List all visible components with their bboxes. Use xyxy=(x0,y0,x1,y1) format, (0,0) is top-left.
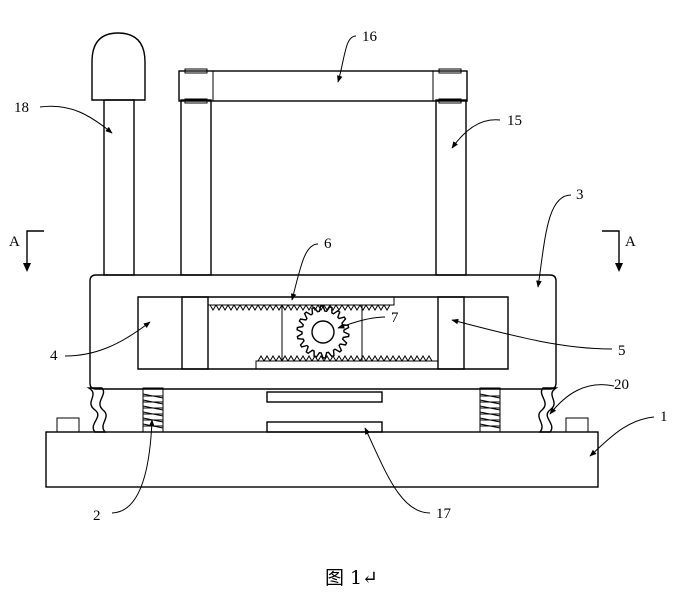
top-bar xyxy=(178,68,468,104)
svg-text:4: 4 xyxy=(50,348,58,364)
svg-text:A: A xyxy=(625,234,636,250)
figure-caption: 图 1↵ xyxy=(325,567,378,589)
leader-housing: 3 xyxy=(536,187,584,288)
svg-text:18: 18 xyxy=(14,100,29,116)
svg-text:20: 20 xyxy=(614,377,629,393)
svg-text:2: 2 xyxy=(93,508,101,524)
svg-text:6: 6 xyxy=(324,236,332,252)
svg-text:7: 7 xyxy=(391,310,399,326)
spring-left xyxy=(142,387,164,433)
leader-side-clip: 20 xyxy=(549,377,629,415)
leader-top-bar: 16 xyxy=(337,29,378,83)
svg-text:15: 15 xyxy=(507,113,522,129)
svg-text:A: A xyxy=(9,234,20,250)
svg-text:3: 3 xyxy=(576,187,584,203)
left-post xyxy=(180,99,212,276)
center-pad xyxy=(266,391,383,433)
leader-left-block: 4 xyxy=(50,321,151,364)
gear-frame xyxy=(281,304,363,362)
housing xyxy=(89,274,557,390)
leader-right-post: 15 xyxy=(451,113,522,149)
leader-handle: 18 xyxy=(14,100,113,134)
upper-rack xyxy=(207,296,395,311)
svg-text:16: 16 xyxy=(362,29,378,45)
leader-base: 1 xyxy=(589,409,668,457)
leader-center-pad: 17 xyxy=(364,427,452,522)
leader-gear: 7 xyxy=(337,310,399,329)
right-post xyxy=(435,99,467,276)
side-clip-left xyxy=(86,387,107,433)
gear xyxy=(296,305,350,359)
leader-spring: 2 xyxy=(93,419,155,524)
svg-text:17: 17 xyxy=(436,506,452,522)
leader-right-block: 5 xyxy=(451,318,626,359)
right-slider-block xyxy=(437,296,465,370)
svg-text:5: 5 xyxy=(618,343,626,359)
spring-right xyxy=(479,387,501,433)
section-mark-right: A xyxy=(602,230,636,272)
side-clip-right xyxy=(538,387,559,433)
lower-rack xyxy=(255,355,439,370)
leader-upper-rack: 6 xyxy=(290,236,332,301)
svg-text:1: 1 xyxy=(660,409,668,425)
left-slider-block xyxy=(181,296,209,370)
section-mark-left: A xyxy=(9,230,44,272)
handle-post xyxy=(91,32,146,276)
base-plate xyxy=(45,417,599,488)
